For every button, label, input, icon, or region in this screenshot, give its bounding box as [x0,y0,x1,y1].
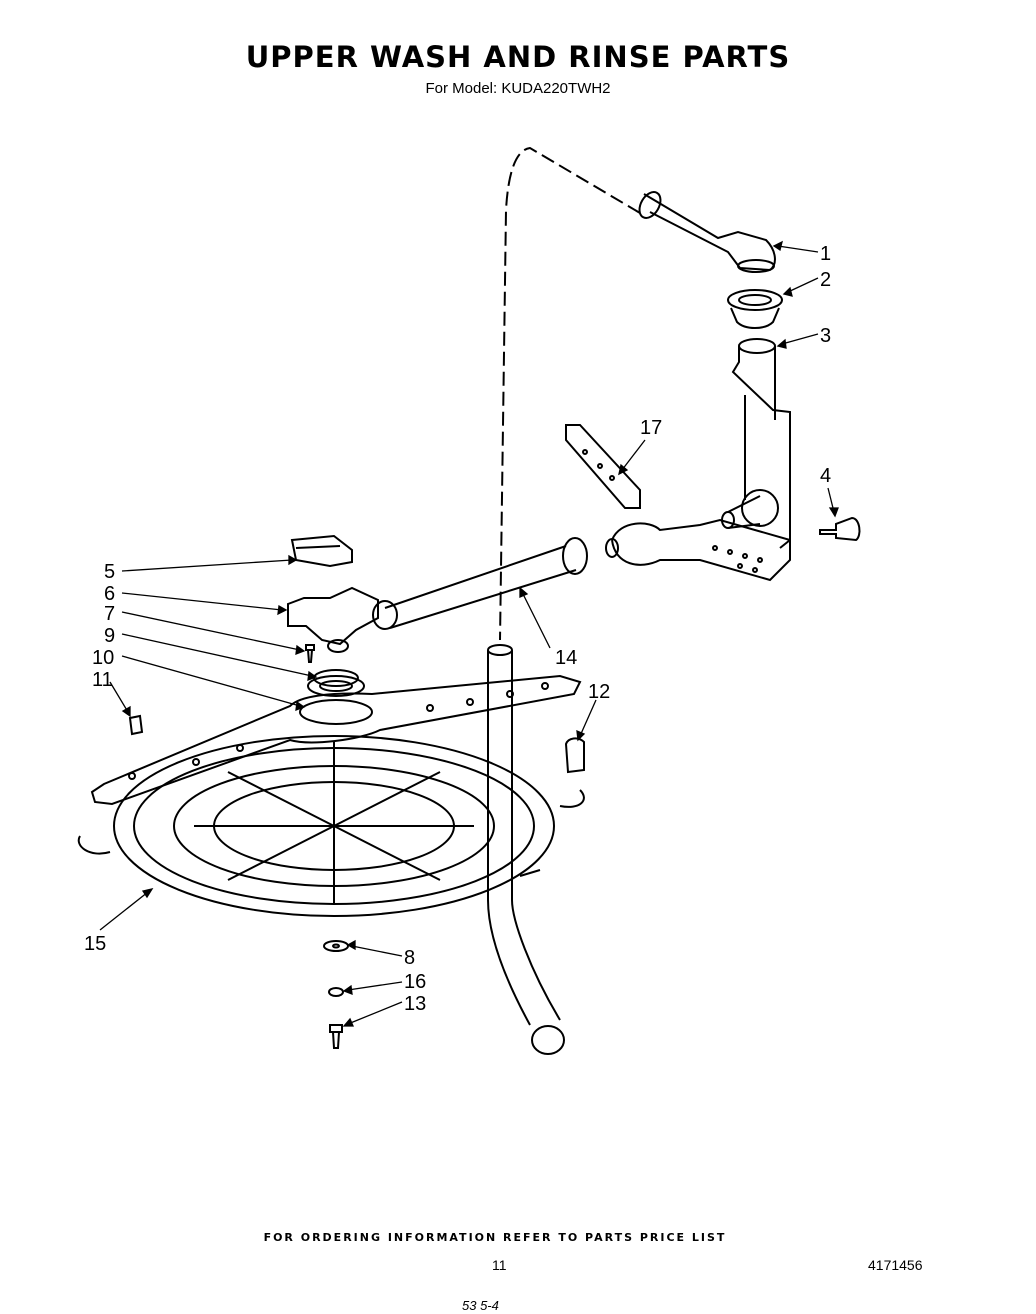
callout-11: 11 [92,669,113,691]
spray-arm [90,674,582,806]
callout-15: 15 [84,933,106,955]
part-1-elbow-tube [638,191,776,273]
callout-10: 10 [92,647,114,669]
part-14-spray-tube [372,537,588,630]
callout-1: 1 [820,243,831,265]
callout-7: 7 [104,603,115,625]
part-6-spray-support [287,586,379,653]
part-10-seal [307,675,365,697]
callout-8: 8 [404,947,415,969]
callout-5: 5 [104,561,115,583]
part-2-gasket [727,289,783,329]
callout-14: 14 [555,647,577,669]
part-4-plug [819,516,861,542]
assembly-guide-dashed [499,146,641,641]
handwritten-note: 53 5-4 [462,1298,499,1313]
callout-16: 16 [404,971,426,993]
model-subtitle: For Model: KUDA220TWH2 [425,80,611,97]
callout-12: 12 [588,681,610,703]
part-13-screw [329,1024,343,1049]
part-8-washer [323,940,349,952]
callout-4: 4 [820,465,831,487]
part-17-bracket [565,424,641,509]
feed-pipe [487,644,565,1055]
page-title: UPPER WASH AND RINSE PARTS [245,40,791,74]
callout-6: 6 [104,583,115,605]
leader-lines [99,240,839,1027]
manifold-assembly [605,518,791,582]
part-11-clip [128,714,144,736]
callout-13: 13 [404,993,426,1015]
part-12-clip [564,737,585,774]
callout-17: 17 [640,417,662,439]
callout-2: 2 [820,269,831,291]
part-3-supply-tube [721,338,791,549]
part-16-nut [328,987,344,997]
callout-3: 3 [820,325,831,347]
document-number: 4171456 [868,1257,923,1273]
part-5-nozzle-cap [290,534,353,568]
page-number: 11 [492,1257,507,1273]
callout-9: 9 [104,625,115,647]
ordering-note: FOR ORDERING INFORMATION REFER TO PARTS … [263,1231,727,1244]
part-15-rack-wheel [77,735,585,917]
part-7-screw [305,644,315,663]
